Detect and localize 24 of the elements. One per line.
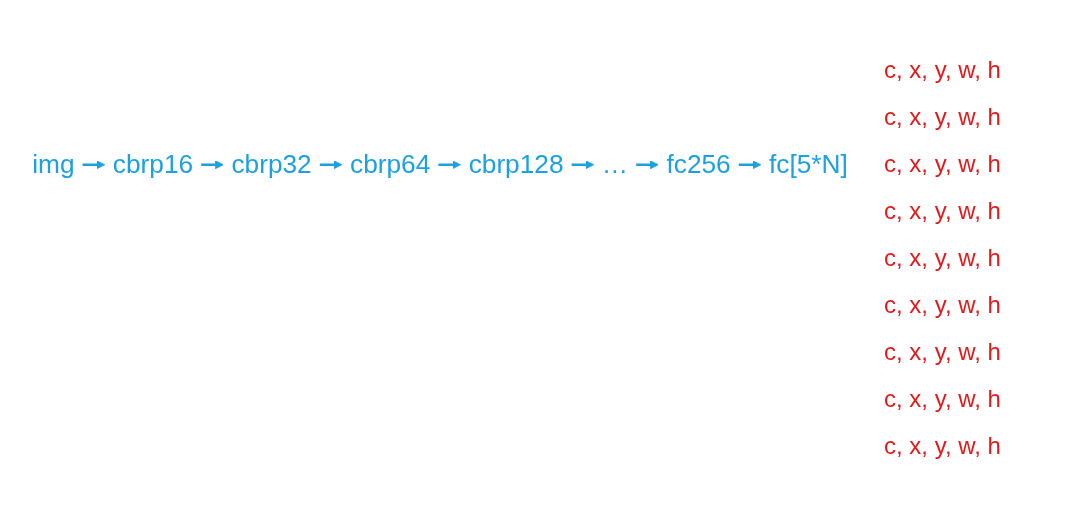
output-label: c, x, y, w, h — [884, 150, 1001, 177]
arrow — [438, 160, 461, 170]
layer-label: cbrp32 — [231, 149, 312, 180]
arrow — [571, 160, 595, 170]
arrow — [738, 160, 762, 170]
arrow — [319, 160, 343, 170]
layer-label: cbrp128 — [468, 149, 564, 180]
output-label: c, x, y, w, h — [884, 338, 1001, 365]
layer-label: cbrp16 — [112, 149, 194, 180]
output-label: c, x, y, w, h — [884, 385, 1001, 412]
output-label: c, x, y, w, h — [884, 197, 1001, 224]
output-label: c, x, y, w, h — [884, 291, 1001, 318]
layer-label: fc256 — [666, 149, 731, 180]
output-label: c, x, y, w, h — [884, 432, 1001, 459]
layer-label: cbrp64 — [350, 149, 431, 180]
layer-label: img — [32, 149, 75, 180]
layer-label: … — [601, 149, 629, 180]
arrow — [636, 160, 659, 170]
arrow — [82, 160, 106, 170]
output-label: c, x, y, w, h — [884, 103, 1001, 130]
output-label: c, x, y, w, h — [884, 244, 1001, 271]
arrow — [201, 160, 224, 170]
layer-label: fc[5*N] — [769, 149, 848, 180]
output-label: c, x, y, w, h — [884, 56, 1001, 83]
